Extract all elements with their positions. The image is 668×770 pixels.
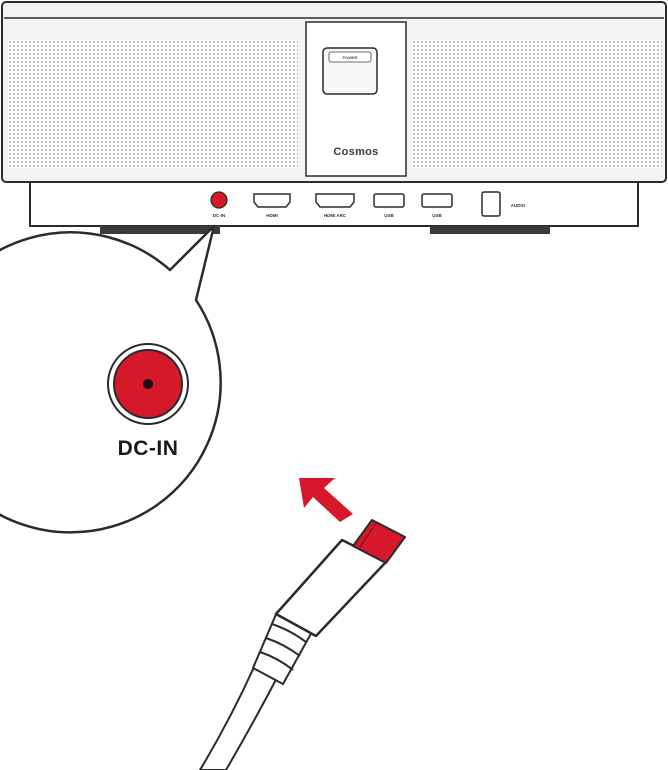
- brand-logo-text: Cosmos: [333, 146, 378, 158]
- usb-port-2: [421, 193, 453, 208]
- audio-port-label: AUDIO: [511, 203, 526, 208]
- dc-in-port: [210, 191, 228, 209]
- usb-port-1-label: USB: [384, 213, 394, 218]
- hdmi-port-1-label: HDMI: [266, 213, 278, 218]
- port-usb-2: USB: [421, 193, 453, 218]
- hdmi-port-1: [253, 193, 291, 208]
- usb-port-1: [373, 193, 405, 208]
- port-dc-in: DC-IN: [210, 191, 228, 218]
- plug-rib-1: [271, 623, 307, 643]
- power-cable: [199, 664, 281, 770]
- left-foot: [100, 226, 220, 234]
- audio-port: [481, 191, 501, 217]
- arrow-shape: [299, 478, 353, 522]
- dc-in-port-label: DC-IN: [213, 213, 226, 218]
- port-hdmi-1: HDMI: [253, 193, 291, 218]
- left-speaker-grille: [8, 40, 298, 168]
- plug-rib-3: [259, 651, 294, 671]
- callout-bubble: DC-IN: [0, 224, 222, 534]
- plug-red-tip: [352, 519, 406, 564]
- right-foot: [430, 226, 550, 234]
- plug-rib-2: [265, 637, 301, 657]
- port-usb-1: USB: [373, 193, 405, 218]
- power-button-top: [328, 51, 372, 63]
- port-audio: AUDIO: [481, 191, 526, 217]
- callout-port-pin: [143, 379, 153, 389]
- hdmi-port-2: [315, 193, 355, 208]
- port-hdmi-2: HDMI ARC: [315, 193, 355, 218]
- hdmi-port-2-label: HDMI ARC: [324, 213, 347, 218]
- insert-direction-arrow-icon: [299, 478, 353, 522]
- power-button-label: POWER: [342, 55, 357, 60]
- plug-tip-edge: [359, 522, 377, 548]
- right-speaker-grille: [412, 40, 662, 168]
- usb-port-2-label: USB: [432, 213, 442, 218]
- dc-power-plug-icon: [199, 519, 406, 770]
- projector: POWER Cosmos DC-IN HDMI HDMI ARC USB USB: [1, 1, 667, 234]
- callout-label: DC-IN: [118, 437, 179, 460]
